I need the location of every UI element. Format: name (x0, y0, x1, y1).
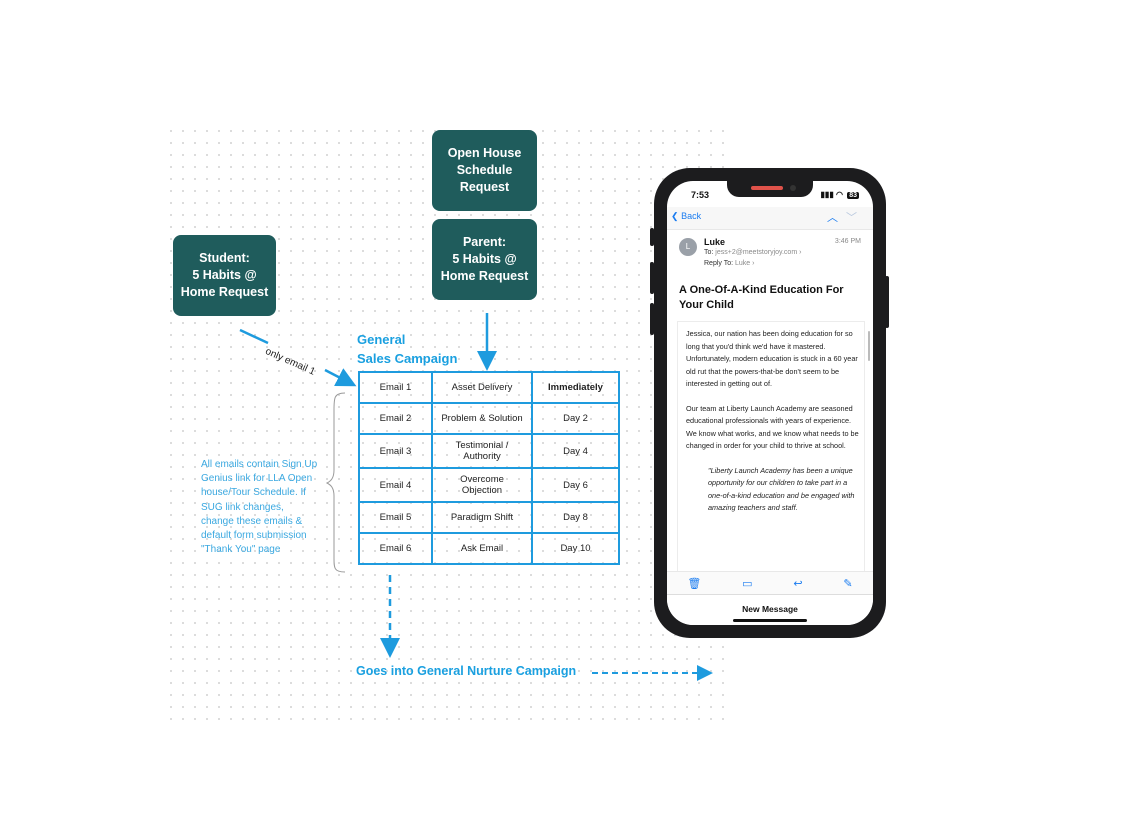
timing-cell: Day 8 (531, 501, 620, 534)
email-subject: A One-Of-A-Kind Education For Your Child (679, 284, 844, 311)
speaker-grill (751, 186, 783, 190)
timing-cell: Day 10 (531, 532, 620, 565)
body-quote: "Liberty Launch Academy has been a uniqu… (708, 465, 855, 513)
reply-icon[interactable]: ↩ (793, 577, 803, 590)
email-cell: Email 1 (358, 371, 433, 404)
message-nav-arrows: ︿﹀ (827, 209, 865, 225)
mail-nav-bar: ❮ Back ︿﹀ (667, 207, 873, 230)
timing-cell: Day 4 (531, 433, 620, 469)
phone-power-button (885, 276, 889, 328)
phone-mockup: 7:53 ▮▮▮ ◠ 83 ❮ Back ︿﹀ L Luke 3:46 PM T… (654, 168, 886, 638)
compose-icon[interactable]: ✎ (843, 577, 853, 590)
body-paragraph: Jessica, our nation has been doing educa… (686, 329, 858, 388)
trash-icon[interactable]: 🗑 (687, 577, 702, 590)
open-house-request-box: Open House Schedule Request (432, 130, 537, 211)
student-request-box: Student: 5 Habits @ Home Request (173, 235, 276, 316)
note-brace (325, 392, 346, 573)
email-cell: Email 6 (358, 532, 433, 565)
wifi-icon: ◠ (835, 190, 843, 199)
camera-icon (790, 185, 796, 191)
avatar[interactable]: L (679, 238, 697, 256)
status-time: 7:53 (691, 190, 710, 200)
reply-to-address[interactable]: Luke (735, 260, 751, 267)
to-address[interactable]: jess+2@meetstoryjoy.com (715, 249, 798, 256)
to-line: To: jess+2@meetstoryjoy.com › (704, 249, 801, 256)
chevron-right-icon: › (752, 260, 755, 267)
campaign-title: General Sales Campaign (357, 332, 458, 366)
chevron-right-icon: › (799, 249, 802, 256)
folder-icon[interactable]: ▭ (742, 577, 753, 590)
email-cell: Email 3 (358, 433, 433, 469)
chevron-left-icon: ❮ (671, 211, 679, 221)
email-body[interactable]: Jessica, our nation has been doing educa… (677, 321, 865, 573)
reply-to-label: Reply To: (704, 260, 734, 267)
phone-screen: 7:53 ▮▮▮ ◠ 83 ❮ Back ︿﹀ L Luke 3:46 PM T… (667, 181, 873, 625)
phone-volume-up (650, 262, 654, 294)
topic-cell: Problem & Solution (431, 402, 533, 435)
email-cell: Email 5 (358, 501, 433, 534)
email-cell: Email 4 (358, 467, 433, 503)
to-label: To: (704, 249, 714, 256)
reply-to-line: Reply To: Luke › (704, 260, 755, 267)
phone-volume-down (650, 303, 654, 335)
topic-cell: Paradigm Shift (431, 501, 533, 534)
timing-cell: Immediately (531, 371, 620, 404)
back-button[interactable]: ❮ Back (671, 211, 701, 222)
student-arrow-b (324, 368, 357, 387)
timing-cell: Day 2 (531, 402, 620, 435)
scrollbar[interactable] (868, 331, 870, 361)
mail-timestamp: 3:46 PM (834, 238, 861, 245)
email-cell: Email 2 (358, 402, 433, 435)
phone-side-button (650, 228, 654, 246)
status-icons: ▮▮▮ ◠ 83 (821, 190, 859, 199)
topic-cell: Testimonial / Authority (431, 433, 533, 469)
mail-toolbar: 🗑 ▭ ↩ ✎ (667, 571, 873, 594)
back-label: Back (681, 211, 702, 221)
body-paragraph: Our team at Liberty Launch Academy are s… (686, 403, 859, 451)
nurture-campaign-label: Goes into General Nurture Campaign (356, 664, 577, 678)
topic-cell: Overcome Objection (431, 467, 533, 503)
sign-up-genius-note: All emails contain Sign Up Genius link f… (201, 459, 318, 556)
topic-cell: Asset Delivery (431, 371, 533, 404)
chevron-up-icon[interactable]: ︿ (827, 212, 846, 224)
timing-cell: Day 6 (531, 467, 620, 503)
topic-cell: Ask Email (431, 532, 533, 565)
home-indicator (733, 619, 807, 622)
chevron-down-icon[interactable]: ﹀ (846, 212, 865, 224)
phone-notch (727, 181, 813, 197)
sender-name[interactable]: Luke (704, 237, 726, 247)
student-arrow-a (239, 328, 269, 345)
parent-request-box: Parent: 5 Habits @ Home Request (432, 219, 537, 300)
battery-icon: 83 (847, 192, 859, 199)
signal-icon: ▮▮▮ (820, 190, 834, 199)
